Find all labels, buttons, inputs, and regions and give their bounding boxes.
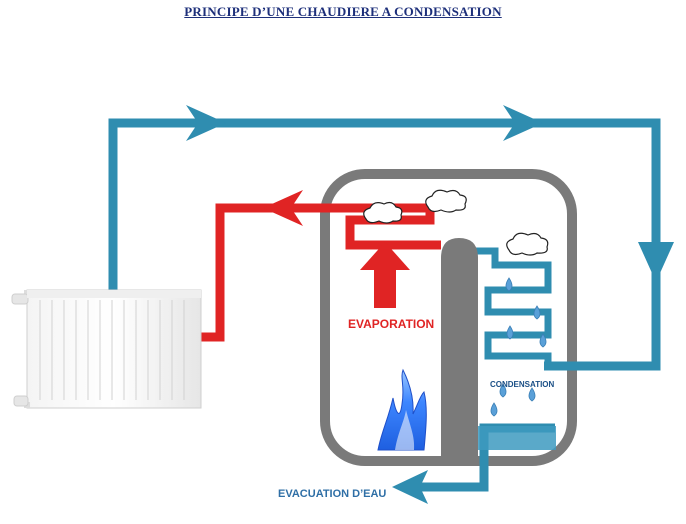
evacuation-label: EVACUATION D’EAU <box>278 488 386 500</box>
cloud-icon <box>506 232 549 256</box>
flow-arrow-icon <box>263 190 303 226</box>
flow-arrow-icon <box>392 470 428 504</box>
evaporation-arrow <box>360 242 410 308</box>
condensation-coil <box>476 247 552 370</box>
flame-icon <box>377 368 427 451</box>
condensate-water <box>476 426 556 450</box>
cloud-icon <box>425 189 467 213</box>
evaporation-label: EVAPORATION <box>348 317 434 331</box>
radiator-icon <box>11 289 202 409</box>
condensation-label: CONDENSATION <box>490 380 555 389</box>
exchanger-wall <box>441 238 478 456</box>
water-drop-icon <box>490 277 547 417</box>
cold-water-loop <box>108 118 661 371</box>
diagram-title: PRINCIPE D’UNE CHAUDIERE A CONDENSATION <box>184 4 502 19</box>
flow-arrow-icon <box>186 105 674 282</box>
cloud-icon <box>363 201 403 224</box>
hot-water-pipe <box>200 203 441 342</box>
